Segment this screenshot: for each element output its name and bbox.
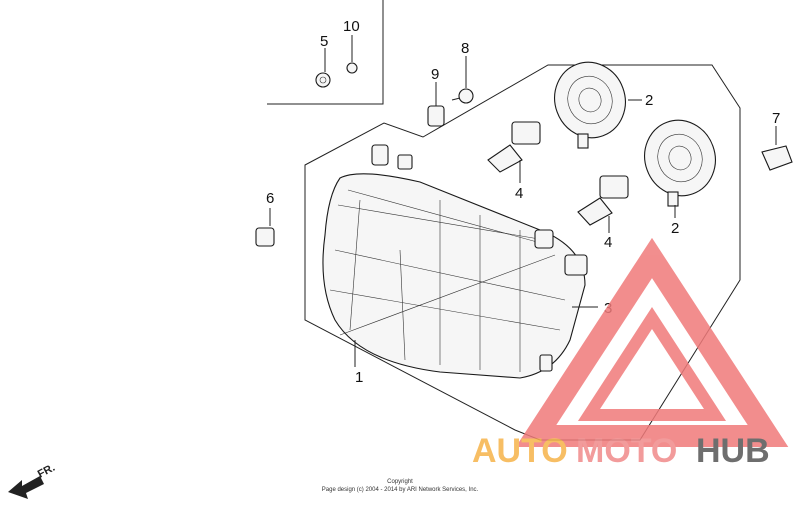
front-marker-label: FR. (36, 462, 57, 481)
callout-4b: 4 (604, 234, 612, 251)
watermark-hub: HUB (696, 432, 770, 470)
grommet-7 (761, 145, 793, 171)
clip-6 (255, 227, 275, 247)
watermark-auto: AUTO (472, 432, 568, 470)
callout-9: 9 (431, 66, 439, 83)
front-arrow-icon: FR. (8, 462, 57, 499)
callout-2a: 2 (645, 92, 653, 109)
callout-8: 8 (461, 40, 469, 57)
callout-10: 10 (343, 18, 360, 35)
watermark-moto: MOTO (576, 432, 677, 470)
screw-8 (451, 88, 474, 104)
callout-5: 5 (320, 33, 328, 50)
callout-6: 6 (266, 190, 274, 207)
callout-7: 7 (772, 110, 780, 127)
screw-5 (315, 72, 331, 88)
bulb-upper (487, 121, 541, 173)
copyright-line2: Page design (c) 2004 - 2014 by ARI Netwo… (322, 487, 479, 493)
bolt-10 (346, 58, 358, 74)
headlight-unit (322, 144, 588, 379)
automotohub-watermark-logo: AUTO MOTO HUB (472, 237, 789, 470)
callout-4a: 4 (515, 185, 523, 202)
callout-2b: 2 (671, 220, 679, 237)
copyright-line1: Copyright (387, 479, 413, 485)
bulb-lower (577, 175, 629, 226)
callout-1: 1 (355, 369, 363, 386)
assembly-outline (304, 64, 741, 441)
group-frame-5-10 (267, 0, 384, 105)
bulb-cap-lower (644, 119, 716, 207)
bulb-cap-upper (554, 61, 626, 149)
clip-9 (427, 105, 445, 127)
